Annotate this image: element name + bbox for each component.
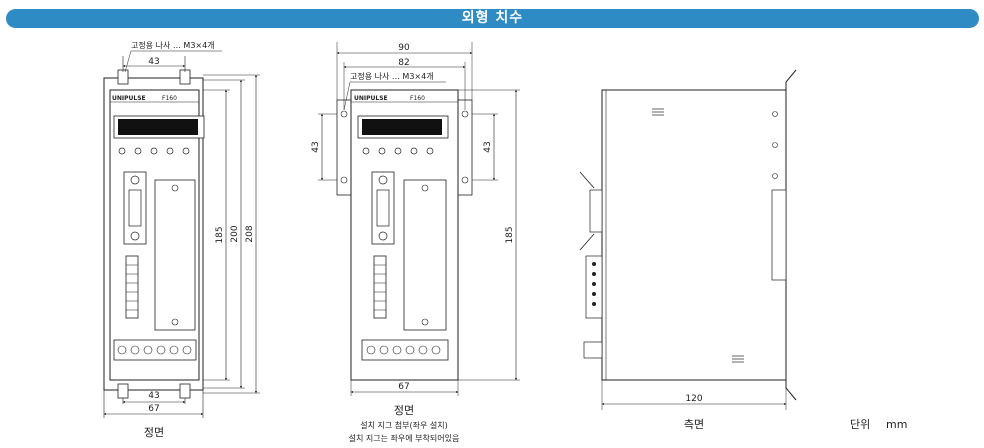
mount-slot [179, 383, 191, 399]
brand-label: UNIPULSE [112, 95, 146, 102]
jig-note-2: 설치 지그는 좌우에 부착되어있음 [349, 433, 460, 443]
jig-brand-label: UNIPULSE [354, 95, 388, 102]
terminal-block [125, 255, 139, 319]
side-body [601, 89, 787, 381]
dim-front-208: 208 [245, 225, 255, 242]
dim-side-120: 120 [685, 394, 702, 404]
jig-screw-note: 고정용 나사 … M3×4개 [350, 71, 434, 81]
model-label: F160 [162, 95, 177, 102]
front-view-with-jig: UNIPULSE F160 90 82 고정용 나사 … M3×4 [311, 42, 520, 443]
mount-slot [117, 69, 129, 85]
dim-jig-right-43: 43 [483, 141, 493, 152]
side-view: 120 측면 [579, 69, 797, 431]
front-screw-note: 고정용 나사 … M3×4개 [131, 40, 215, 50]
dim-jig-67: 67 [398, 382, 409, 392]
blank-cover [154, 179, 196, 331]
dim-front-185: 185 [215, 226, 225, 243]
dim-jig-left-43: 43 [311, 141, 321, 152]
dim-jig-82: 82 [398, 58, 409, 68]
unit-value: mm [886, 418, 907, 431]
dim-front-bottom-67: 67 [148, 404, 159, 414]
front-view: UNIPULSE F160 43 고정용 나사 … M3×4개 [103, 40, 260, 439]
caption-front: 정면 [144, 426, 164, 439]
dim-front-200: 200 [230, 225, 240, 242]
jig-model-label: F160 [410, 95, 425, 102]
unit-label: 단위 [850, 418, 870, 431]
power-terminal [113, 339, 197, 361]
dim-jig-185: 185 [505, 226, 515, 243]
caption-jig-front: 정면 [394, 404, 414, 417]
mount-slot [117, 383, 129, 399]
section-title: 외형 치수 [461, 10, 524, 26]
section-banner: 외형 치수 [6, 9, 979, 28]
dim-jig-90: 90 [398, 43, 410, 53]
mount-slot [179, 69, 191, 85]
caption-side: 측면 [684, 418, 704, 431]
dim-front-top-43: 43 [148, 57, 159, 67]
jig-note-1: 설치 지그 첨부(좌우 설치) [360, 420, 447, 430]
dim-front-bottom-43: 43 [148, 391, 159, 401]
